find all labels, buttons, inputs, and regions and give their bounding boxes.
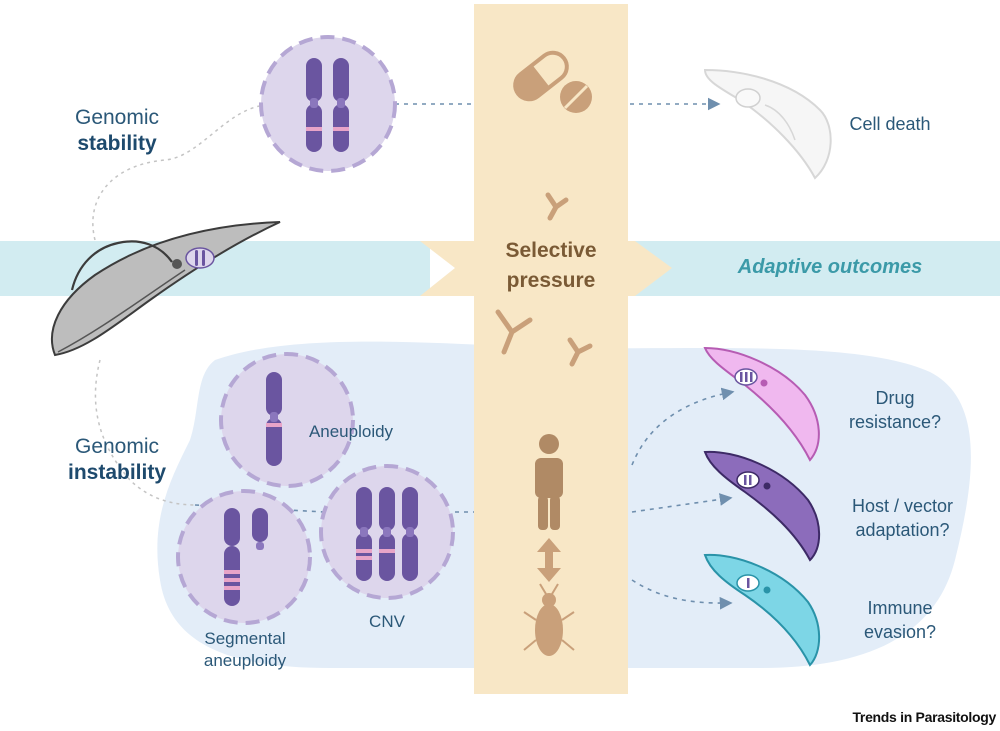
arrow-to-drug-resistance (631, 387, 735, 466)
genomic-stability-label: Genomic stability (58, 105, 176, 157)
aneuploidy-circle (219, 352, 355, 488)
insect-vector-icon (523, 583, 575, 656)
selective-line1: Selective (505, 239, 597, 262)
outcome-drug-line1: Drug (875, 388, 915, 408)
genomic-instability-label: Genomic instability (58, 434, 176, 486)
cnv-label: CNV (369, 612, 405, 631)
parasite-cell (50, 221, 281, 357)
outcome-host-line1: Host / vector (851, 496, 954, 516)
segmental-line1: Segmental (204, 629, 286, 648)
drug-resistant-parasite (703, 346, 820, 462)
cnv-circle (319, 464, 455, 600)
host-adapted-parasite (703, 450, 821, 562)
adaptation-band-right (630, 241, 1000, 296)
outcome-drug-line2: resistance? (848, 412, 942, 432)
segmental-aneuploidy-circle (176, 489, 312, 625)
pill-icon (513, 47, 573, 102)
journal-credit: Trends in Parasitology (852, 709, 996, 725)
instability-line1: Genomic (74, 435, 160, 458)
aneuploidy-label: Aneuploidy (308, 422, 394, 441)
arrow-to-immune-evasion (631, 579, 733, 610)
pressure-arrow-out (628, 241, 672, 296)
outcome-immune-line1: Immune (867, 598, 933, 618)
outcome-host-line2: adaptation? (855, 520, 950, 540)
outcome-host-adaptation: Host / vector adaptation? (825, 494, 980, 542)
outcome-immune-line2: evasion? (863, 622, 937, 642)
selective-line2: pressure (506, 269, 596, 292)
immune-evasive-parasite (703, 553, 821, 667)
instability-line2: instability (67, 461, 167, 484)
tablet-icon (560, 81, 592, 113)
antibody-icon (495, 192, 593, 367)
arrow-to-host-adaptation (631, 493, 733, 513)
double-arrow-icon (537, 538, 561, 582)
cell-death-label: Cell death (849, 114, 931, 134)
human-icon (535, 434, 563, 530)
selective-pressure-band (474, 4, 628, 694)
adaptive-outcomes-label: Adaptive outcomes (737, 256, 923, 278)
stable-karyotype-circle (259, 35, 397, 173)
instability-connector (94, 359, 196, 506)
segmental-line2: aneuploidy (203, 651, 287, 670)
outcome-drug-resistance: Drug resistance? (830, 386, 960, 434)
stability-line1: Genomic (74, 106, 160, 129)
stability-line2: stability (77, 132, 157, 155)
dead-parasite (703, 68, 832, 180)
segmental-aneuploidy-label: Segmental aneuploidy (180, 628, 310, 672)
pressure-arrow-in (420, 241, 474, 296)
outcome-immune-evasion: Immune evasion? (840, 596, 960, 644)
selective-pressure-label: Selective pressure (474, 236, 628, 296)
